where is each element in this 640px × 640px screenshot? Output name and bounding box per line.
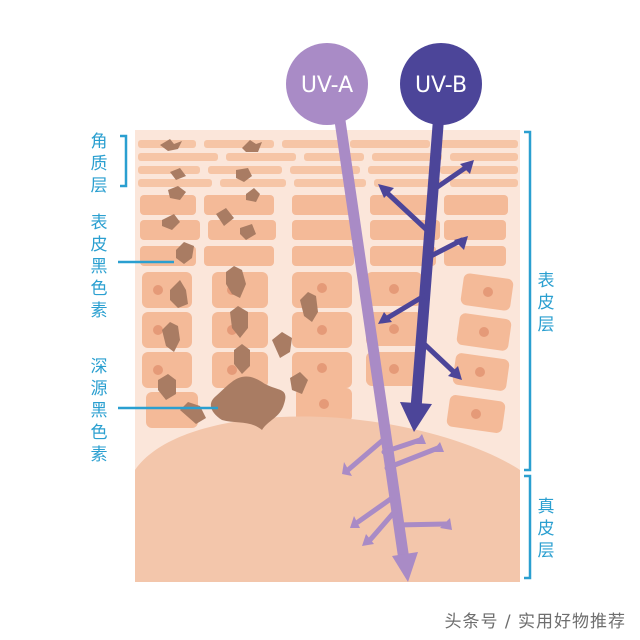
stratum-corneum-label: 角质层 [90, 132, 108, 196]
epidermis-label: 表皮层 [537, 271, 555, 335]
uvb-ray: UV-B [378, 43, 482, 432]
uva-label: UV-A [301, 73, 353, 98]
watermark: 头条号 / 实用好物推荐 [444, 612, 626, 632]
epidermal-melanin-granules [158, 139, 318, 424]
uvb-badge [400, 43, 482, 125]
uva-badge [286, 43, 368, 125]
epidermal-melanin-label: 表皮黑色素 [90, 213, 108, 321]
flat-cells [140, 195, 508, 266]
annotation-lines [118, 130, 532, 580]
dermis-label: 真皮层 [537, 497, 555, 561]
uva-ray: UV-A [286, 43, 452, 582]
uvb-label: UV-B [415, 73, 467, 98]
skin-tissue [135, 130, 520, 582]
deep-melanin-cell [210, 376, 286, 430]
deep-melanin-label: 深源黑色素 [90, 357, 108, 465]
dermis-layer [135, 416, 520, 582]
